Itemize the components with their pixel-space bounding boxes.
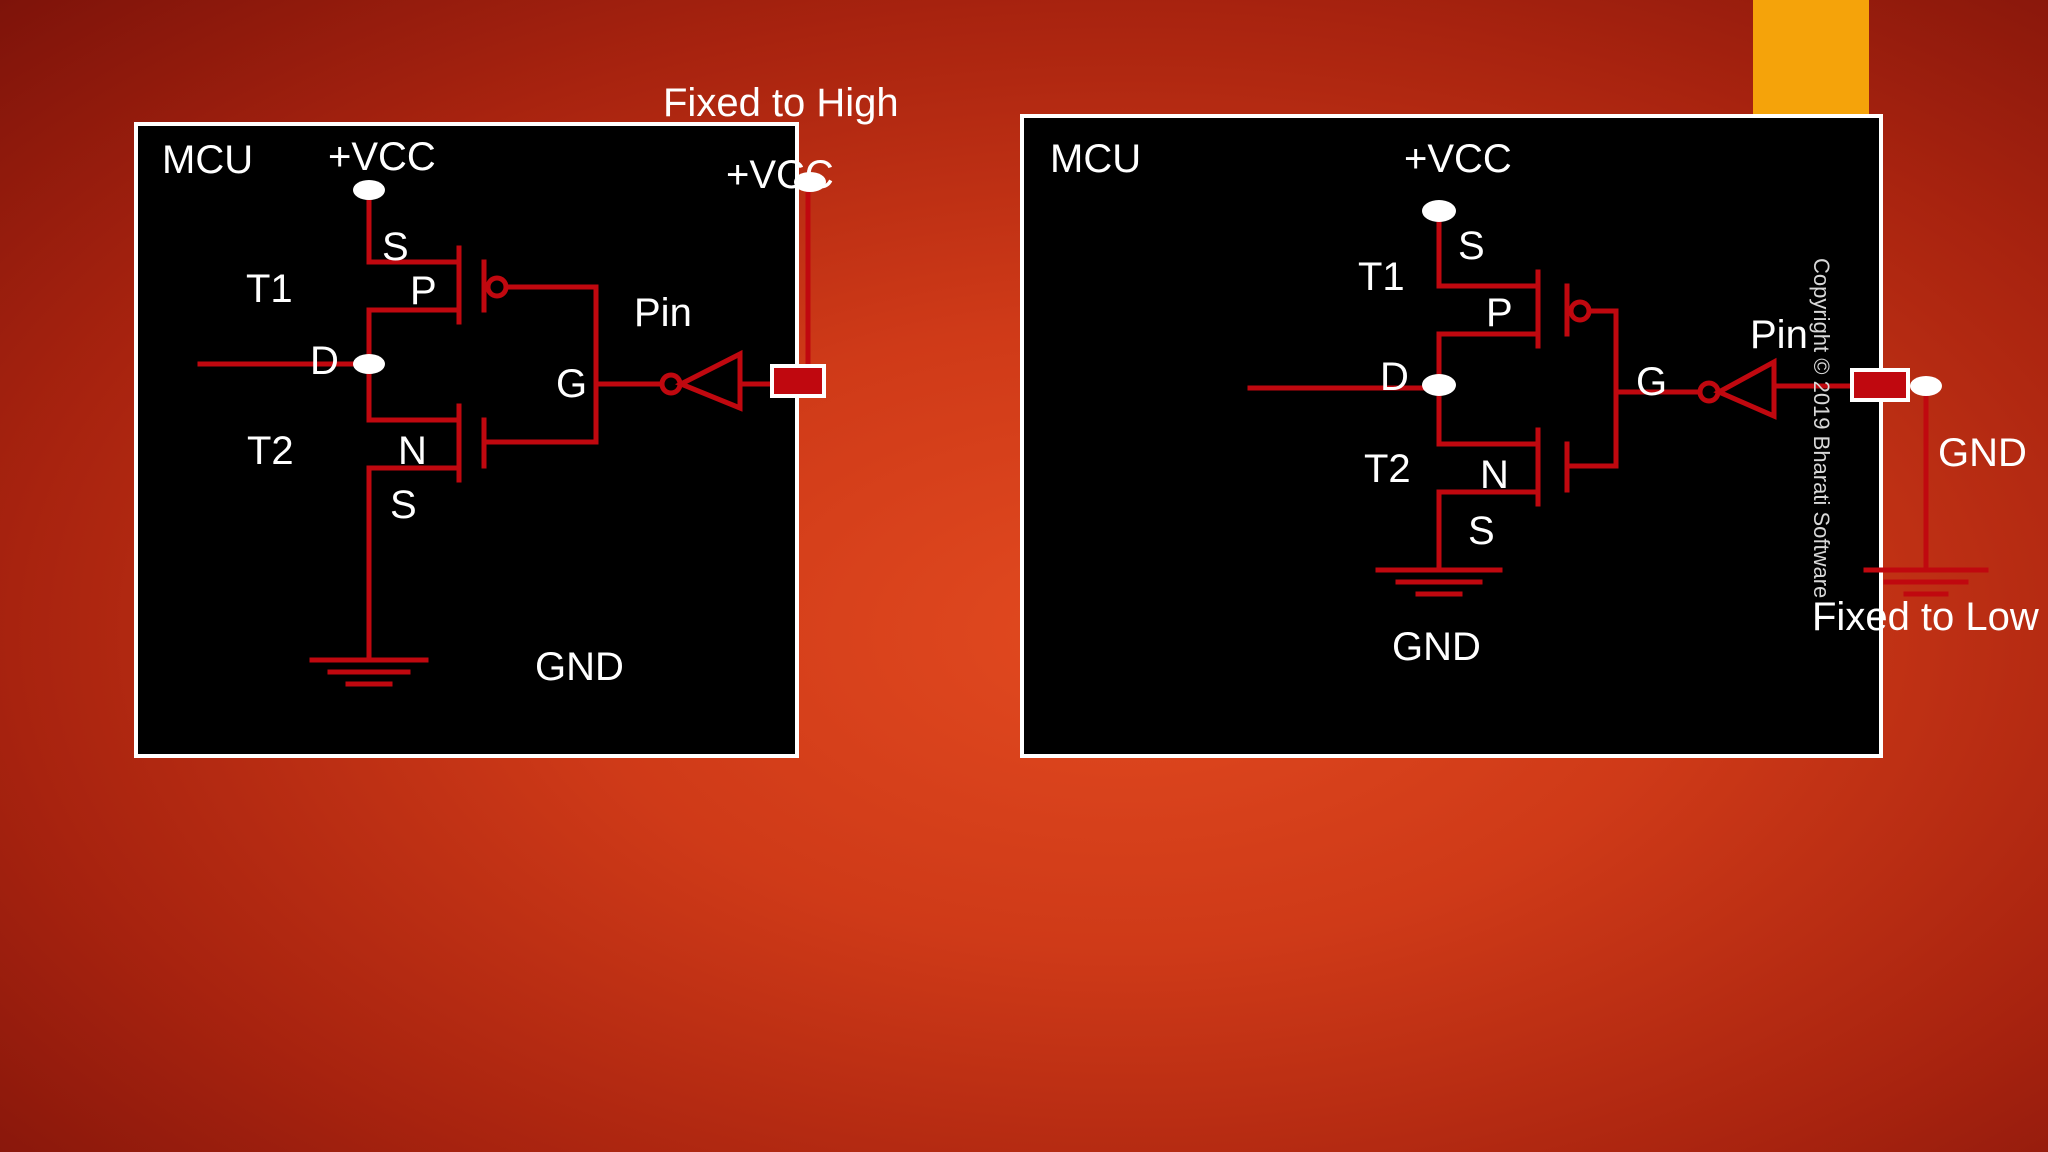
left-pin-label: Pin [634, 291, 692, 335]
right-g-label: G [1636, 360, 1667, 404]
left-drain-node [353, 354, 385, 374]
left-t2-label: T2 [247, 429, 294, 473]
right-s-top-label: S [1458, 224, 1485, 268]
left-vcc-outside-label: +VCC [726, 153, 834, 197]
right-vcc-node [1422, 200, 1456, 222]
right-gnd-inside-label: GND [1392, 625, 1481, 669]
right-mcu-label: MCU [1050, 137, 1141, 181]
right-n-label: N [1480, 453, 1509, 497]
right-mcu-panel [1020, 114, 1883, 758]
right-pin-label: Pin [1750, 313, 1808, 357]
left-external-vcc-node [794, 172, 826, 192]
left-t1-label: T1 [246, 267, 293, 311]
left-gnd-label: GND [535, 645, 624, 689]
left-top-label: Fixed to High [663, 81, 899, 125]
right-t1-label: T1 [1358, 255, 1405, 299]
right-p-label: P [1486, 291, 1513, 335]
left-vcc-inside-label: +VCC [328, 135, 436, 179]
left-circuit: Fixed to High MCU +VCC +VCC T1 S P D G P… [134, 81, 899, 758]
left-g-label: G [556, 362, 587, 406]
left-io-pin [770, 364, 826, 398]
left-s-bottom-label: S [390, 483, 417, 527]
left-circuit-wires [197, 177, 811, 687]
left-s-top-label: S [382, 225, 409, 269]
right-s-bottom-label: S [1468, 509, 1495, 553]
left-mcu-panel [134, 122, 799, 758]
accent-tab [1753, 0, 1869, 116]
right-t2-label: T2 [1364, 447, 1411, 491]
right-bottom-label: Fixed to Low [1812, 595, 2039, 639]
right-circuit: MCU +VCC T1 S P D G Pin T2 N S GND GND F… [1020, 114, 2039, 758]
left-p-label: P [410, 269, 437, 313]
right-external-node [1910, 376, 1942, 396]
left-n-label: N [398, 429, 427, 473]
right-gnd-outside-label: GND [1938, 431, 2027, 475]
right-io-pin [1850, 368, 1910, 402]
copyright-text: Copyright © 2019 Bharati Software [1809, 258, 1834, 598]
left-d-label: D [310, 339, 339, 383]
right-drain-node [1422, 374, 1456, 396]
right-d-label: D [1380, 355, 1409, 399]
right-vcc-inside-label: +VCC [1404, 137, 1512, 181]
left-vcc-node [353, 180, 385, 200]
left-mcu-label: MCU [162, 138, 253, 182]
